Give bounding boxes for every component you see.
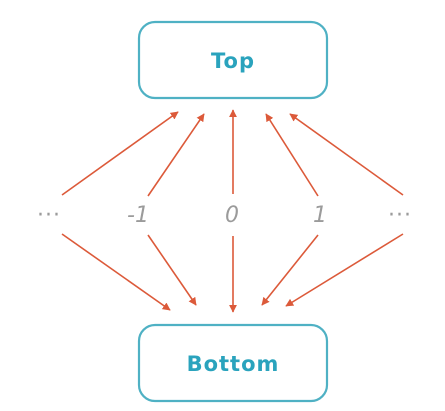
bottom-node-box [137, 323, 329, 403]
arrow-plus-one-to-top [265, 113, 319, 197]
bottom-node: Bottom [137, 323, 329, 403]
bottom-node-label: Bottom [187, 352, 280, 376]
top-node-box [137, 20, 329, 100]
arrow-left-ellipsis-to-bottom [61, 233, 171, 311]
left-ellipsis-label: ··· [37, 203, 61, 228]
arrow-minus-one-to-bottom [147, 234, 197, 306]
arrows-to-top [61, 109, 404, 197]
right-ellipsis-label: ··· [388, 203, 412, 228]
arrow-left-ellipsis-to-top [61, 111, 179, 196]
arrow-right-ellipsis-to-top [289, 113, 404, 196]
arrow-minus-one-to-top [147, 113, 205, 197]
level-plus-one-label: 1 [313, 203, 327, 228]
arrow-plus-one-to-bottom [261, 234, 319, 306]
level-zero-label: 0 [225, 203, 239, 228]
top-node: Top [137, 20, 329, 100]
level-minus-one-label: -1 [127, 203, 149, 228]
top-node-label: Top [211, 49, 255, 73]
arrows-to-bottom [61, 233, 404, 313]
arrow-right-ellipsis-to-bottom [285, 233, 404, 307]
